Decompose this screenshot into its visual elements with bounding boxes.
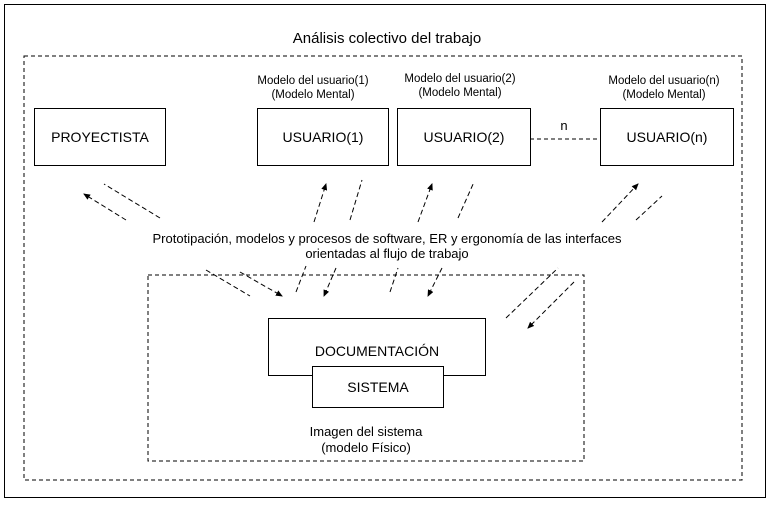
arrow-to-system-2 — [239, 271, 283, 297]
user-model-2-line1: Modelo del usuario(2) — [404, 73, 516, 85]
user-model-n-caption: Modelo del usuario(n) (Modelo Mental) — [589, 74, 739, 102]
documentacion-label: DOCUMENTACIÓN — [314, 343, 440, 359]
arrow-usuario1-up — [313, 183, 328, 223]
usuario-1-label: USUARIO(1) — [282, 129, 364, 145]
arrow-usuario1-line — [349, 179, 363, 221]
arrow-to-system-8 — [527, 281, 575, 329]
system-image-caption: Imagen del sistema (modelo Físico) — [266, 424, 466, 456]
arrow-proyectista-out — [83, 193, 127, 221]
arrow-to-system-5 — [389, 267, 399, 293]
arrow-to-system-6 — [427, 267, 443, 297]
sistema-box: SISTEMA — [312, 366, 444, 408]
arrow-usuarion-up — [601, 183, 639, 223]
arrow-usuario2-up — [417, 183, 433, 223]
methods-line2: orientadas al flujo de trabajo — [305, 246, 469, 261]
user-model-n-line1: Modelo del usuario(n) — [608, 75, 720, 87]
arrow-to-system-4 — [323, 267, 337, 297]
user-model-1-line2: (Modelo Mental) — [271, 89, 355, 101]
system-image-line2: (modelo Físico) — [321, 440, 411, 455]
user-model-1-line1: Modelo del usuario(1) — [257, 75, 369, 87]
user-model-2-caption: Modelo del usuario(2) (Modelo Mental) — [385, 72, 535, 100]
system-image-line1: Imagen del sistema — [309, 424, 423, 439]
proyectista-label: PROYECTISTA — [51, 129, 149, 145]
outer-frame — [4, 4, 766, 498]
proyectista-box: PROYECTISTA — [34, 108, 166, 166]
usuario-n-box: USUARIO(n) — [600, 108, 734, 166]
user-model-1-caption: Modelo del usuario(1) (Modelo Mental) — [238, 74, 388, 102]
system-image-boundary — [147, 274, 585, 462]
usuario-1-box: USUARIO(1) — [257, 108, 389, 166]
arrow-usuarion-line — [635, 195, 663, 221]
page-title: Análisis colectivo del trabajo — [292, 30, 482, 47]
user-model-n-line2: (Modelo Mental) — [622, 89, 706, 101]
documentacion-box: DOCUMENTACIÓN — [268, 318, 486, 376]
arrow-to-system-3 — [295, 265, 307, 293]
methods-description: Prototipación, modelos y procesos de sof… — [0, 231, 774, 261]
usuario-2-box: USUARIO(2) — [397, 108, 531, 166]
arrow-proyectista-up — [103, 183, 161, 219]
arrow-to-system-1 — [205, 269, 251, 297]
user-model-2-line2: (Modelo Mental) — [418, 87, 502, 99]
arrow-to-system-7 — [505, 267, 559, 319]
n-label: n — [560, 118, 568, 133]
sistema-label: SISTEMA — [347, 379, 409, 395]
usuario-2-label: USUARIO(2) — [423, 129, 505, 145]
arrow-usuario2-line — [457, 181, 475, 219]
methods-line1: Prototipación, modelos y procesos de sof… — [152, 231, 622, 246]
usuario-n-label: USUARIO(n) — [626, 129, 708, 145]
collective-analysis-boundary — [23, 55, 743, 481]
